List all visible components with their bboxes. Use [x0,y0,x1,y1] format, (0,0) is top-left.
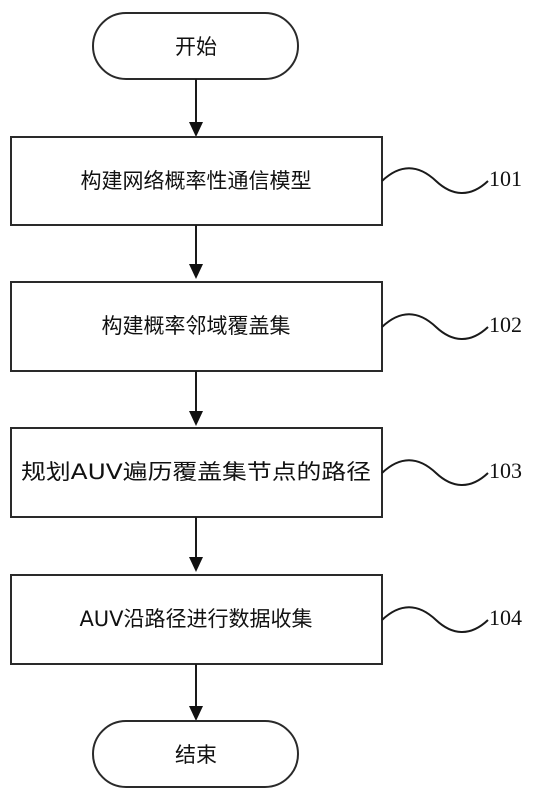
arrow-step-3-to-step-4 [189,517,203,572]
process-step-104: AUV沿路径进行数据收集 [10,574,383,665]
process-step-103: 规划AUV遍历覆盖集节点的路径 [10,427,383,518]
reference-number: 103 [489,458,522,483]
step-label: AUV沿路径进行数据收集 [79,607,312,631]
arrow-step-1-to-step-2 [189,225,203,279]
step-label: 规划AUV遍历覆盖集节点的路径 [21,460,371,484]
process-step-101: 构建网络概率性通信模型 [10,136,383,226]
start-label: 开始 [175,35,217,59]
arrow-step-4-to-end [189,664,203,721]
reference-leader-104: 104 [381,605,522,633]
start-node: 开始 [92,12,299,80]
reference-number: 102 [489,312,522,337]
end-label: 结束 [175,743,217,767]
reference-number: 104 [489,605,522,630]
end-node: 结束 [92,720,299,788]
step-label: 构建网络概率性通信模型 [81,169,312,193]
process-step-102: 构建概率邻域覆盖集 [10,281,383,372]
reference-leader-103: 103 [381,458,522,486]
reference-leader-102: 102 [381,312,522,340]
reference-leader-101: 101 [381,166,522,194]
arrow-start-to-step-1 [189,79,203,137]
step-label: 构建概率邻域覆盖集 [102,314,291,338]
reference-number: 101 [489,166,522,191]
arrow-step-2-to-step-3 [189,371,203,426]
